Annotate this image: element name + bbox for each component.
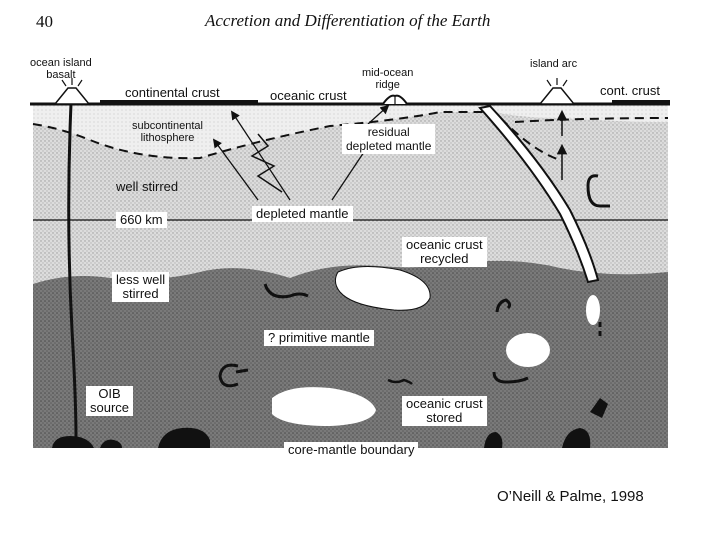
- melt-zigzag: [250, 133, 283, 193]
- label-oceanic-crust-stored: oceanic crust stored: [402, 396, 487, 426]
- label-oib-source: OIB source: [86, 386, 134, 416]
- slab-fragment: [495, 298, 512, 313]
- white-blob: [272, 387, 376, 426]
- label-subcontinental-lithosphere: subcontinental lithosphere: [132, 120, 203, 144]
- slab-fragment: [218, 363, 249, 388]
- citation-credit: O’Neill & Palme, 1998: [497, 488, 644, 505]
- label-continental-crust: continental crust: [125, 85, 220, 100]
- label-ocean-island-basalt: ocean island basalt: [30, 57, 92, 81]
- label-cont-crust: cont. crust: [600, 83, 660, 98]
- label-depleted-mantle: depleted mantle: [252, 206, 353, 222]
- label-primitive-mantle: ? primitive mantle: [264, 330, 374, 346]
- label-oceanic-crust: oceanic crust: [270, 88, 347, 103]
- white-blob: [586, 295, 600, 325]
- white-blob: [334, 266, 431, 311]
- extraction-arrow: [212, 138, 259, 201]
- label-island-arc: island arc: [530, 58, 578, 70]
- label-well-stirred: well stirred: [116, 179, 179, 194]
- label-residual-depleted-mantle: residual depleted mantle: [342, 124, 436, 154]
- slab-fragment: [492, 371, 529, 384]
- cont-crust-bar: [612, 100, 670, 105]
- plume-conduit: [67, 103, 78, 441]
- white-blob: [506, 333, 550, 367]
- book-title: Accretion and Differentiation of the Ear…: [205, 11, 491, 30]
- slab-fragment: [263, 283, 309, 299]
- label-mid-ocean-ridge: mid-ocean ridge: [362, 67, 414, 91]
- ridge-arrow: [367, 104, 390, 125]
- slab-fragment: [387, 378, 413, 385]
- label-oceanic-crust-recycled: oceanic crust recycled: [402, 237, 487, 267]
- oib-source-blob: [52, 436, 94, 448]
- lithosphere-band: [33, 104, 668, 159]
- label-core-mantle-boundary: core-mantle boundary: [284, 442, 419, 458]
- arc-lithosphere-dashed: [514, 117, 669, 123]
- page-number: 40: [36, 12, 53, 31]
- slab-fragment: [586, 174, 610, 208]
- label-660-km: 660 km: [116, 212, 167, 228]
- label-less-well-stirred: less well stirred: [112, 272, 170, 302]
- continental-crust-bar: [100, 100, 258, 105]
- extraction-arrow: [230, 110, 291, 201]
- subducting-slab: [478, 104, 600, 284]
- ocean-island-volcano: [53, 87, 91, 105]
- island-arc-volcano: [538, 87, 576, 105]
- cmb-blob: [158, 427, 210, 448]
